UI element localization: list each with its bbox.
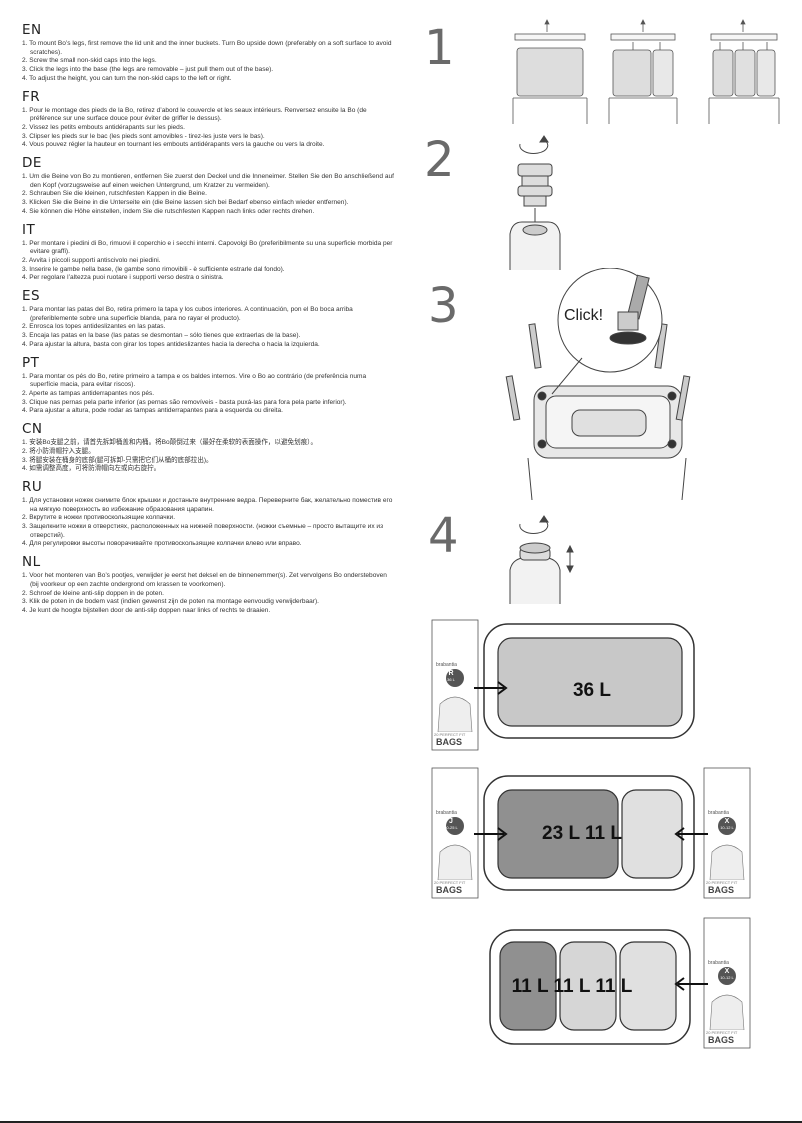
step-number-4: 4 [428, 508, 459, 564]
instruction-step: 4. Для регулировки высоты поворачивайте … [22, 540, 302, 548]
bag-pack-1-bags: BAGS [436, 737, 462, 747]
step-list: 1. To mount Bo’s legs, first remove the … [22, 40, 394, 84]
instruction-step: 3. Clique nas pernas pela parte inferior… [22, 398, 347, 406]
instruction-step: 4. 如需调整高度，可将防滑帽向左或向右旋拧。 [22, 465, 161, 473]
bins-diagram: 36 L 23 L 11 L 11 L 11 L 11 L brabantia … [431, 619, 751, 1049]
step-list: 1. Voor het monteren van Bo’s pootjes, v… [22, 572, 394, 616]
step-list: 1. Pour le montage des pieds de la Bo, r… [22, 107, 394, 151]
instruction-step: 1. Per montare i piedini di Bo, rimuovi … [22, 239, 393, 256]
instruction-step: 4. Vous pouvez régler la hauteur en tour… [22, 141, 325, 149]
bin-1-label: 36 L [573, 680, 611, 701]
footer-rule [0, 1121, 802, 1123]
bin-3-label: 11 L 11 L 11 L [512, 976, 633, 997]
bag-pack-2-code: J [449, 818, 453, 825]
bag-pack-3-perfect-fit: 20 PERFECT FIT [706, 880, 738, 885]
instruction-step: 1. Pour le montage des pieds de la Bo, r… [22, 106, 367, 123]
lang-section-en: EN 1. To mount Bo’s legs, first remove th… [22, 22, 394, 84]
instruction-step: 3. Klik de poten in de bodem vast (indie… [22, 598, 319, 606]
instruction-step: 2. Enrosca los topes antideslizantes en … [22, 323, 166, 331]
bag-pack-4-brand: brabantia [708, 960, 729, 966]
bag-pack-2-brand: brabantia [436, 810, 457, 816]
instruction-step: 1. Voor het monteren van Bo’s pootjes, v… [22, 572, 387, 588]
bag-pack-2-perfect-fit: 20 PERFECT FIT [434, 880, 466, 885]
bag-pack-2-size: 20-25 L [444, 825, 458, 830]
instruction-step: 4. To adjust the height, you can turn th… [22, 74, 232, 82]
bag-pack-1-size: 36 L [447, 677, 456, 682]
instruction-step: 2. Avvita i piccoli supporti antiscivolo… [22, 256, 161, 264]
instruction-step: 3. 将腿安装在桶身的底部(腿可拆卸-只需把它们从桶的底部拉出)。 [22, 456, 213, 464]
instruction-step: 4. Sie können die Höhe einstellen, indem… [22, 207, 315, 215]
bag-pack-1-code: R [448, 670, 453, 677]
instructions-column: EN 1. To mount Bo’s legs, first remove th… [22, 22, 394, 621]
lang-heading: DE [22, 155, 42, 172]
lang-heading: RU [22, 478, 43, 495]
instruction-step: 3. Encaja las patas en la base (las pata… [22, 332, 301, 340]
click-label: Click! [564, 307, 603, 324]
lang-heading: EN [22, 22, 42, 38]
bag-pack-3-brand: brabantia [708, 810, 729, 816]
bag-pack-1-brand: brabantia [436, 662, 457, 668]
lang-heading: IT [22, 221, 36, 238]
step-number-1: 1 [424, 20, 455, 76]
instruction-step: 2. 将小防滑帽拧入支腿。 [22, 447, 95, 455]
instruction-step: 2. Schroef de kleine anti-slip doppen in… [22, 589, 164, 597]
instruction-step: 3. Clipser les pieds sur le bac (les pie… [22, 132, 265, 140]
bag-pack-4-bags: BAGS [708, 1035, 734, 1045]
lang-heading: FR [22, 88, 41, 105]
instruction-step: 3. Защелкните ножки в отверстиях, распол… [22, 523, 384, 539]
step2-illustration [509, 135, 561, 270]
bag-pack-4-perfect-fit: 20 PERFECT FIT [706, 1030, 738, 1035]
bag-pack-2-bags: BAGS [436, 885, 462, 895]
instruction-step: 2. Вкрутите в ножки противоскользящие ко… [22, 514, 176, 522]
bag-pack-4-code: X [725, 968, 730, 975]
bag-pack-3-size: 10-12 L [720, 825, 734, 830]
lang-heading: PT [22, 354, 40, 371]
instruction-step: 2. Aperte as tampas antiderrapantes nos … [22, 389, 155, 397]
instruction-step: 4. Para ajustar la altura, basta con gir… [22, 340, 320, 348]
step-number-2: 2 [424, 132, 455, 188]
instruction-step: 2. Schrauben Sie die kleinen, rutschfest… [22, 190, 207, 198]
lang-heading: NL [22, 554, 41, 571]
step-list: 1. Para montar os pés do Bo, retire prim… [22, 373, 394, 417]
step1-illustration [512, 19, 780, 124]
step-list: 1. Для установки ножек снимите блок крыш… [22, 497, 394, 549]
instruction-step: 1. Um die Beine von Bo zu montieren, ent… [22, 173, 394, 189]
instruction-step: 1. Para montar las patas del Bo, retira … [22, 306, 353, 322]
step-list: 1. 安装Bo支腿之前，请首先拆卸桶盖和内桶。将Bo颠倒过来（最好在柔软的表面操… [22, 439, 394, 474]
instruction-step: 1. To mount Bo’s legs, first remove the … [22, 40, 392, 56]
bag-pack-1-perfect-fit: 20 PERFECT FIT [434, 732, 466, 737]
bin-2-label: 23 L 11 L [542, 823, 622, 844]
step-number-3: 3 [428, 278, 459, 334]
step-list: 1. Per montare i piedini di Bo, rimuovi … [22, 240, 394, 284]
instruction-step: 4. Je kunt de hoogte bijstellen door de … [22, 606, 271, 614]
instruction-step: 3. Klicken Sie die Beine in die Untersei… [22, 199, 349, 207]
instruction-step: 3. Inserire le gambe nella base, (le gam… [22, 265, 285, 273]
step-list: 1. Para montar las patas del Bo, retira … [22, 306, 394, 350]
lang-heading: CN [22, 421, 43, 438]
instruction-step: 4. Per regolare l’altezza puoi ruotare i… [22, 274, 224, 282]
bag-pack-4-size: 10-12 L [720, 975, 734, 980]
instruction-step: 1. Para montar os pés do Bo, retire prim… [22, 372, 367, 389]
instruction-step: 3. Click the legs into the base (the leg… [22, 66, 274, 74]
bag-pack-3-bags: BAGS [708, 885, 734, 895]
instruction-step: 1. 安装Bo支腿之前，请首先拆卸桶盖和内桶。将Bo颠倒过来（最好在柔软的表面操… [22, 439, 317, 447]
instruction-step: 2. Screw the small non-skid caps into th… [22, 57, 157, 65]
bag-pack-3-code: X [725, 818, 730, 825]
instruction-step: 1. Для установки ножек снимите блок крыш… [22, 496, 393, 513]
step-list: 1. Um die Beine von Bo zu montieren, ent… [22, 173, 394, 217]
instruction-step: 2. Vissez les petits embouts antidérapan… [22, 123, 185, 131]
instruction-step: 4. Para ajustar a altura, pode rodar as … [22, 407, 283, 415]
step3-illustration: Click! [505, 268, 691, 500]
lang-heading: ES [22, 288, 41, 305]
step4-illustration [509, 515, 574, 604]
